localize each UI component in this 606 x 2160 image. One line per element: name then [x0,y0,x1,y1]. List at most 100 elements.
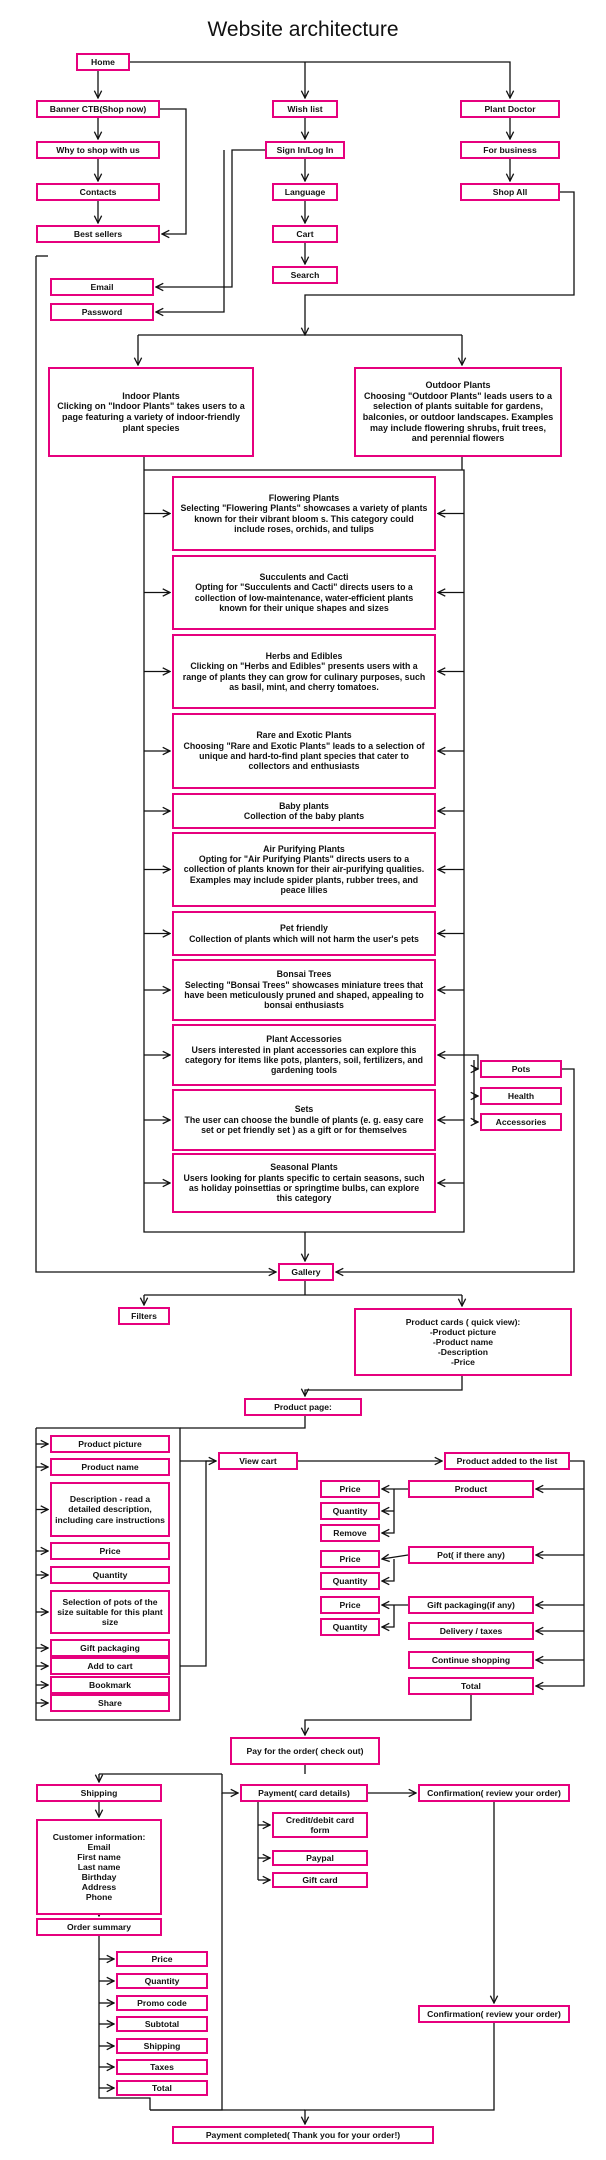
pay-checkout-node[interactable]: Pay for the order( check out) [230,1737,380,1765]
summary-shipping-node[interactable]: Shipping [116,2038,208,2054]
pp-quantity-node[interactable]: Quantity [50,1566,170,1584]
summary-quantity-node[interactable]: Quantity [116,1973,208,1989]
cart-node[interactable]: Cart [272,225,338,243]
accessories-node[interactable]: Accessories [480,1113,562,1131]
pp-add-to-cart-node[interactable]: Add to cart [50,1657,170,1675]
confirmation-1-node[interactable]: Confirmation( review your order) [418,1784,570,1802]
add-to-cart-to-view-cart [180,1461,216,1667]
summary-promo-code-node[interactable]: Promo code [116,1995,208,2011]
contacts-node[interactable]: Contacts [36,183,160,201]
baby-plants-node-title: Baby plants [279,800,329,811]
customer-info-node-line: Last name [77,1861,121,1872]
cart-pot-quantity-node[interactable]: Quantity [320,1572,380,1590]
plant-doctor-node[interactable]: Plant Doctor [460,100,560,118]
search-node[interactable]: Search [272,266,338,284]
confirmation-2-node[interactable]: Confirmation( review your order) [418,2005,570,2023]
cart-pot-node[interactable]: Pot( if there any) [408,1546,534,1564]
cart-gift-quantity-node[interactable]: Quantity [320,1618,380,1636]
summary-total-node[interactable]: Total [116,2080,208,2096]
air-purifying-plants-node-title: Air Purifying Plants [263,843,345,854]
sign-in-node[interactable]: Sign In/Log In [265,141,345,159]
shipping-node[interactable]: Shipping [36,1784,162,1802]
product-page-node[interactable]: Product page: [244,1398,362,1416]
subcategory-frame [143,469,465,1233]
delivery-taxes-node[interactable]: Delivery / taxes [408,1622,534,1640]
health-node[interactable]: Health [480,1087,562,1105]
continue-shopping-node[interactable]: Continue shopping [408,1651,534,1669]
cart-product-quantity-node[interactable]: Quantity [320,1502,380,1520]
pots-node[interactable]: Pots [480,1060,562,1078]
cart-product-remove-node[interactable]: Remove [320,1524,380,1542]
pp-share-node[interactable]: Share [50,1694,170,1712]
cart-total-node[interactable]: Total [408,1677,534,1695]
language-node[interactable]: Language [272,183,338,201]
pp-pot-selection-node[interactable]: Selection of pots of the size suitable f… [50,1590,170,1634]
wish-list-node[interactable]: Wish list [272,100,338,118]
plant-accessories-node-title: Plant Accessories [266,1034,342,1045]
shop-all-node[interactable]: Shop All [460,183,560,201]
product-cards-node-line: Product cards ( quick view): [405,1316,521,1327]
connector-arrow [382,1489,395,1533]
view-cart-node[interactable]: View cart [218,1452,298,1470]
credit-card-node[interactable]: Credit/debit card form [272,1812,368,1838]
succulents-cacti-node-title: Succulents and Cacti [259,571,349,582]
best-sellers-node[interactable]: Best sellers [36,225,160,243]
pp-product-picture-node[interactable]: Product picture [50,1435,170,1453]
cart-product-price-node[interactable]: Price [320,1480,380,1498]
home-node[interactable]: Home [76,53,130,71]
password-node[interactable]: Password [50,303,154,321]
pet-friendly-node-title: Pet friendly [280,923,328,934]
cart-pot-price-node[interactable]: Price [320,1550,380,1568]
banner-node[interactable]: Banner CTB(Shop now) [36,100,160,118]
cards-to-product-page [305,1376,463,1396]
paypal-node[interactable]: Paypal [272,1850,368,1866]
connector-arrow [98,1936,151,2110]
summary-subtotal-node[interactable]: Subtotal [116,2016,208,2032]
product-cards-node-line: -Product picture [429,1326,497,1337]
pet-friendly-node-description: Collection of plants which will not harm… [189,933,419,944]
gallery-node[interactable]: Gallery [278,1263,334,1281]
summary-price-node[interactable]: Price [116,1951,208,1967]
email-node[interactable]: Email [50,278,154,296]
order-summary-node[interactable]: Order summary [36,1918,162,1936]
pp-price-node[interactable]: Price [50,1542,170,1560]
connector-arrow [382,1555,409,1559]
connector-arrow [382,1559,395,1581]
diagram-title: Website architecture [207,18,399,41]
pp-bookmark-node[interactable]: Bookmark [50,1676,170,1694]
product-cards-node[interactable]: Product cards ( quick view):-Product pic… [354,1308,572,1376]
pp-gift-packaging-node[interactable]: Gift packaging [50,1639,170,1657]
product-added-node[interactable]: Product added to the list [444,1452,570,1470]
cart-product-node[interactable]: Product [408,1480,534,1498]
sets-node-description: The user can choose the bundle of plants… [184,1114,424,1136]
product-page-frame [35,1427,181,1721]
gift-card-node[interactable]: Gift card [272,1872,368,1888]
pp-description-node[interactable]: Description - read a detailed descriptio… [50,1482,170,1537]
pp-product-name-node[interactable]: Product name [50,1458,170,1476]
cart-gift-price-node[interactable]: Price [320,1596,380,1614]
why-shop-node[interactable]: Why to shop with us [36,141,160,159]
cart-gift-node[interactable]: Gift packaging(if any) [408,1596,534,1614]
customer-info-node-line: Phone [85,1892,113,1903]
payment-completed-node[interactable]: Payment completed( Thank you for your or… [172,2126,434,2144]
signin-to-password [156,150,225,312]
filters-node[interactable]: Filters [118,1307,170,1325]
summary-taxes-node[interactable]: Taxes [116,2059,208,2075]
rare-exotic-plants-node-title: Rare and Exotic Plants [256,730,352,741]
for-business-node[interactable]: For business [460,141,560,159]
payment-node[interactable]: Payment( card details) [240,1784,368,1802]
